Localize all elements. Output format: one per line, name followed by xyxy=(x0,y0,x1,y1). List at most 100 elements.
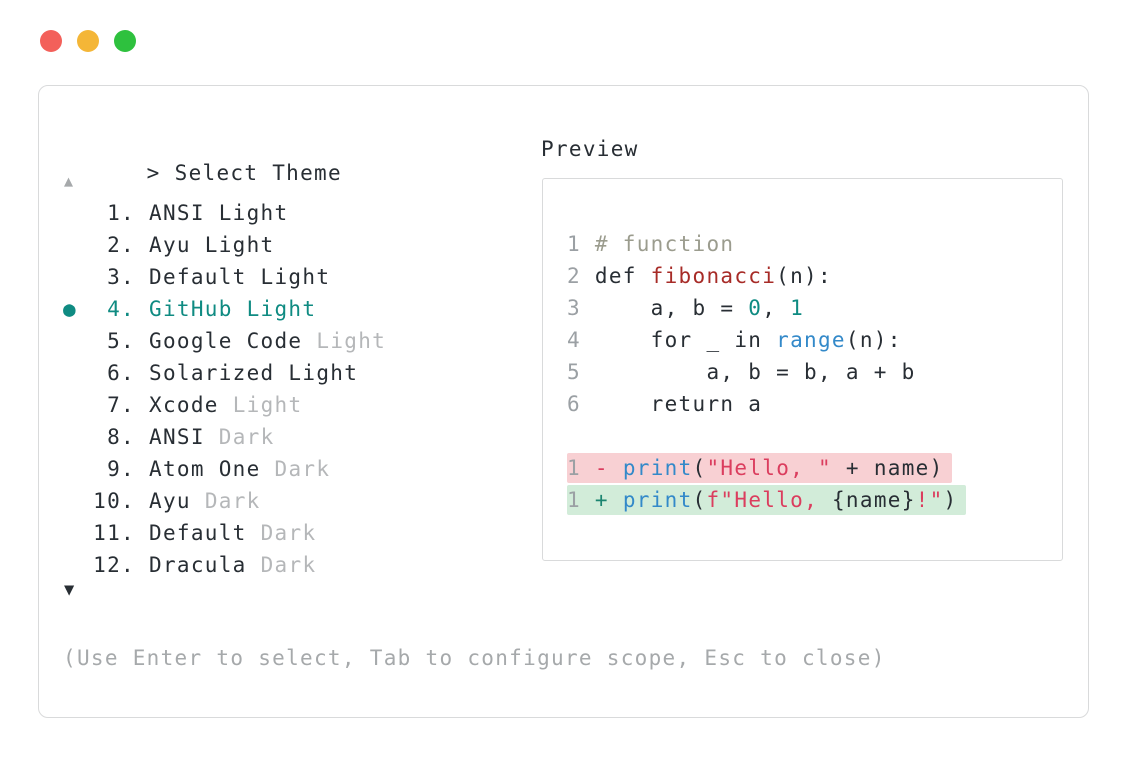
theme-item-name: Ayu Light xyxy=(149,233,275,257)
theme-item-number: 11. xyxy=(93,521,135,545)
code-token: a, b = xyxy=(580,296,749,320)
line-number: 4 xyxy=(567,328,581,352)
diff-added-line: 1 + print(f"Hello, {name}!") xyxy=(567,484,1062,516)
theme-item-number: 12. xyxy=(93,553,135,577)
theme-item-number: 2. xyxy=(107,233,135,257)
code-token: - xyxy=(594,456,609,480)
code-token: fibonacci xyxy=(650,264,777,288)
theme-item-number: 8. xyxy=(107,425,135,449)
theme-list-item[interactable]: 8. ANSI Dark xyxy=(63,421,386,453)
theme-item-variant: Light xyxy=(232,393,303,417)
theme-item-name: Xcode xyxy=(149,393,219,417)
theme-list-item[interactable]: 7. Xcode Light xyxy=(63,389,386,421)
code-token: ( xyxy=(692,456,707,480)
selected-item-marker-icon xyxy=(63,197,93,229)
code-token xyxy=(581,232,595,256)
code-token: ( xyxy=(692,488,707,512)
theme-item-number: 6. xyxy=(107,361,135,385)
code-token: ) xyxy=(943,488,958,512)
theme-list-item[interactable]: 12. Dracula Dark xyxy=(63,549,386,581)
selected-item-marker-icon xyxy=(63,325,93,357)
theme-item-number: 5. xyxy=(107,329,135,353)
theme-item-number: 7. xyxy=(107,393,135,417)
code-token xyxy=(609,488,623,512)
selected-item-marker-icon xyxy=(63,453,93,485)
code-token: !" xyxy=(915,488,944,512)
theme-item-number: 3. xyxy=(107,265,135,289)
code-token: print xyxy=(622,456,693,480)
selected-item-marker-icon xyxy=(63,421,93,453)
theme-item-name: Solarized Light xyxy=(149,361,359,385)
theme-item-name: Ayu xyxy=(149,489,191,513)
theme-item-name: Default Light xyxy=(149,265,331,289)
minimize-window-button[interactable] xyxy=(77,30,99,52)
theme-item-number: 4. xyxy=(107,297,135,321)
zoom-window-button[interactable] xyxy=(114,30,136,52)
line-number: 5 xyxy=(567,360,581,384)
code-token xyxy=(609,456,623,480)
code-token: , xyxy=(762,296,791,320)
theme-list-item[interactable]: ●4.GitHub Light xyxy=(63,293,386,325)
line-number: 3 xyxy=(567,296,581,320)
code-token: (n): xyxy=(845,328,902,352)
picker-title-text: Select Theme xyxy=(174,161,342,185)
code-token: "Hello, " xyxy=(706,456,832,480)
picker-title: > Select Theme xyxy=(63,137,342,209)
theme-list-item[interactable]: 3. Default Light xyxy=(63,261,386,293)
theme-list-item[interactable]: 2. Ayu Light xyxy=(63,229,386,261)
theme-item-variant: Dark xyxy=(204,489,261,513)
code-token: a, b = b, a + b xyxy=(580,360,916,384)
theme-item-number: 1. xyxy=(107,201,135,225)
code-token: return a xyxy=(580,392,763,416)
code-token: def xyxy=(580,264,651,288)
theme-item-name: Default xyxy=(149,521,247,545)
selected-item-marker-icon xyxy=(63,229,93,261)
blank-line xyxy=(567,420,1062,452)
code-token: # function xyxy=(594,232,735,256)
scroll-up-icon[interactable]: ▲ xyxy=(64,172,75,190)
code-line: 6 return a xyxy=(567,388,1062,420)
theme-item-name: ANSI Light xyxy=(149,201,289,225)
line-number: 1 xyxy=(567,488,581,512)
theme-item-name: ANSI xyxy=(149,425,205,449)
theme-item-variant: Dark xyxy=(260,521,317,545)
close-window-button[interactable] xyxy=(40,30,62,52)
scroll-down-icon[interactable]: ▼ xyxy=(64,580,76,600)
code-token xyxy=(581,488,595,512)
theme-item-variant: Light xyxy=(316,329,387,353)
diff-removed-line: 1 - print("Hello, " + name) xyxy=(567,452,1062,484)
theme-item-variant: Dark xyxy=(260,553,317,577)
theme-item-variant: Dark xyxy=(274,457,331,481)
code-line: 3 a, b = 0, 1 xyxy=(567,292,1062,324)
theme-item-number: 9. xyxy=(107,457,135,481)
diff-highlight: 1 - print("Hello, " + name) xyxy=(567,453,952,483)
theme-item-variant: Dark xyxy=(218,425,275,449)
selected-item-marker-icon xyxy=(63,261,93,293)
code-token: + xyxy=(594,488,609,512)
theme-picker-dialog: > Select Theme ▲ 1. ANSI Light 2. Ayu Light 3… xyxy=(38,85,1089,718)
code-token: print xyxy=(622,488,693,512)
theme-item-name: Dracula xyxy=(149,553,247,577)
line-number: 2 xyxy=(567,264,581,288)
theme-item-name: GitHub Light xyxy=(149,297,317,321)
prompt-chevron-icon: > xyxy=(146,161,161,185)
line-number: 1 xyxy=(567,232,581,256)
code-token: 0 xyxy=(748,296,763,320)
code-token xyxy=(581,456,595,480)
theme-list-item[interactable]: 1. ANSI Light xyxy=(63,197,386,229)
code-token: for _ in xyxy=(580,328,777,352)
code-line: 4 for _ in range(n): xyxy=(567,324,1062,356)
code-line: 1 # function xyxy=(567,228,1062,260)
window-controls xyxy=(40,30,136,52)
code-line: 5 a, b = b, a + b xyxy=(567,356,1062,388)
code-token: f"Hello, xyxy=(706,488,832,512)
theme-list-item[interactable]: 6. Solarized Light xyxy=(63,357,386,389)
selected-item-marker-icon xyxy=(63,549,93,581)
theme-list-item[interactable]: 11. Default Dark xyxy=(63,517,386,549)
selected-item-marker-icon xyxy=(63,517,93,549)
